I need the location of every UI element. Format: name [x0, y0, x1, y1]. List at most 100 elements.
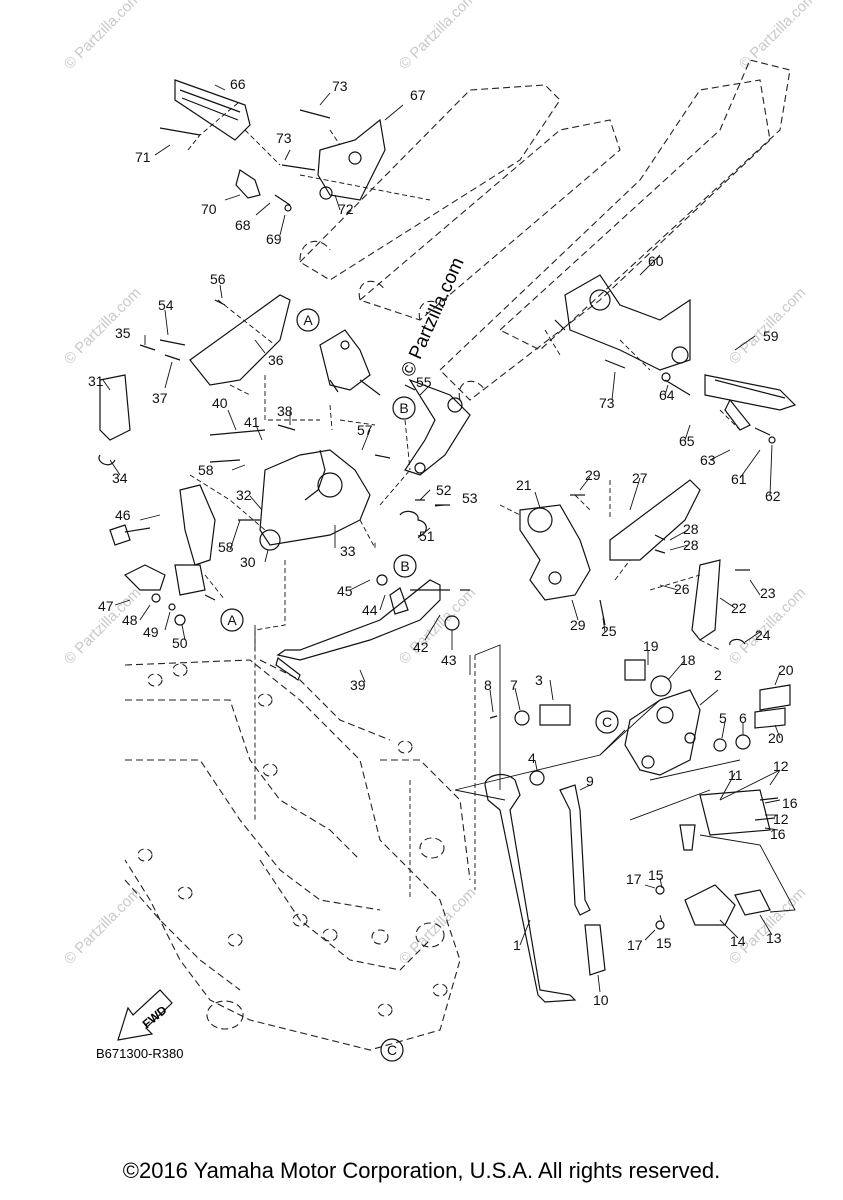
part-label: 58: [198, 462, 214, 478]
part-label: 2: [714, 667, 722, 683]
watermark: © Partzilla.com: [726, 884, 809, 967]
part-label: 13: [766, 930, 782, 946]
part-label: 29: [585, 467, 601, 483]
part-label: 10: [593, 992, 609, 1008]
part-label: 20: [778, 662, 794, 678]
part-label: 38: [277, 403, 293, 419]
rear-footrest-left: [159, 79, 386, 212]
part-label: 44: [362, 602, 378, 618]
part-label: 17: [627, 937, 643, 953]
watermark: © Partzilla.com: [61, 884, 144, 967]
part-label: 48: [122, 612, 138, 628]
part-label: 35: [115, 325, 131, 341]
part-number-labels: 1 2 3 4 5 6 7 8 9 10 11 12 12 13 14 15 1…: [88, 76, 798, 1008]
part-label: 6: [739, 710, 747, 726]
part-label: 20: [768, 730, 784, 746]
part-label: 58: [218, 539, 234, 555]
part-label: 5: [719, 710, 727, 726]
part-label: 73: [332, 78, 348, 94]
shift-switch: [109, 484, 216, 626]
part-label: 15: [648, 867, 664, 883]
part-label: 30: [240, 554, 256, 570]
part-label: 25: [601, 623, 617, 639]
front-footrest-left: [98, 294, 371, 551]
part-label: 43: [441, 652, 457, 668]
part-label: 18: [680, 652, 696, 668]
part-label: 26: [674, 581, 690, 597]
part-label: 34: [112, 470, 128, 486]
part-label: 9: [586, 773, 594, 789]
part-label: 72: [338, 201, 354, 217]
sidestand-assembly: [484, 659, 791, 1003]
part-label: 55: [416, 374, 432, 390]
part-label: 67: [410, 87, 426, 103]
part-label: 65: [679, 433, 695, 449]
fwd-arrow-icon: [117, 989, 173, 1041]
part-label: 28: [683, 521, 699, 537]
part-label: 73: [276, 130, 292, 146]
copyright-notice: ©2016 Yamaha Motor Corporation, U.S.A. A…: [122, 1158, 721, 1183]
part-label: 31: [88, 373, 104, 389]
part-label: 39: [350, 677, 366, 693]
part-label: 24: [755, 627, 771, 643]
part-label: 63: [700, 452, 716, 468]
callout-b: B: [400, 558, 409, 574]
part-label: 71: [135, 149, 151, 165]
part-label: 46: [115, 507, 131, 523]
callout-c: C: [387, 1042, 397, 1058]
part-label: 21: [516, 477, 532, 493]
part-label: 42: [413, 639, 429, 655]
rear-frame: [299, 59, 791, 401]
part-label: 32: [236, 487, 252, 503]
shift-pedal: [275, 574, 460, 681]
callout-c: C: [602, 714, 612, 730]
part-label: 4: [528, 750, 536, 766]
watermark: © Partzilla.com: [396, 884, 479, 967]
part-label: 40: [212, 395, 228, 411]
watermark: © Partzilla.com: [726, 284, 809, 367]
callout-b: B: [399, 400, 408, 416]
part-label: 12: [773, 758, 789, 774]
part-label: 54: [158, 297, 174, 313]
part-label: 41: [244, 414, 260, 430]
part-label: 11: [728, 767, 743, 783]
watermark: © Partzilla.com: [61, 0, 144, 73]
part-label: 15: [656, 935, 672, 951]
part-label: 33: [340, 543, 356, 559]
part-label: 47: [98, 598, 114, 614]
part-label: 36: [268, 352, 284, 368]
part-label: 17: [626, 871, 642, 887]
part-label: 68: [235, 217, 251, 233]
part-label: 56: [210, 271, 226, 287]
part-label: 29: [570, 617, 586, 633]
part-label: 16: [770, 826, 786, 842]
part-label: 22: [731, 600, 747, 616]
part-label: 61: [731, 471, 747, 487]
part-label: 49: [143, 624, 159, 640]
leader-lines: [102, 84, 796, 993]
main-frame: [124, 659, 471, 1051]
diagram-code: B671300-R380: [96, 1046, 184, 1061]
front-footrest-right: [519, 479, 750, 646]
part-label: 51: [419, 528, 435, 544]
part-label: 69: [266, 231, 282, 247]
part-label: 27: [632, 470, 648, 486]
part-label: 28: [683, 537, 699, 553]
part-label: 14: [730, 933, 746, 949]
watermark-prominent: © Partzilla.com: [397, 255, 468, 381]
part-label: 16: [782, 795, 798, 811]
part-label: 50: [172, 635, 188, 651]
part-label: 12: [773, 811, 789, 827]
part-label: 62: [765, 488, 781, 504]
part-label: 60: [648, 253, 664, 269]
part-label: 52: [436, 482, 452, 498]
part-label: 45: [337, 583, 353, 599]
part-label: 66: [230, 76, 246, 92]
part-label: 73: [599, 395, 615, 411]
part-label: 1: [513, 937, 521, 953]
part-label: 7: [510, 677, 518, 693]
part-label: 8: [484, 677, 492, 693]
watermark: © Partzilla.com: [736, 0, 819, 73]
callout-a: A: [227, 612, 237, 628]
